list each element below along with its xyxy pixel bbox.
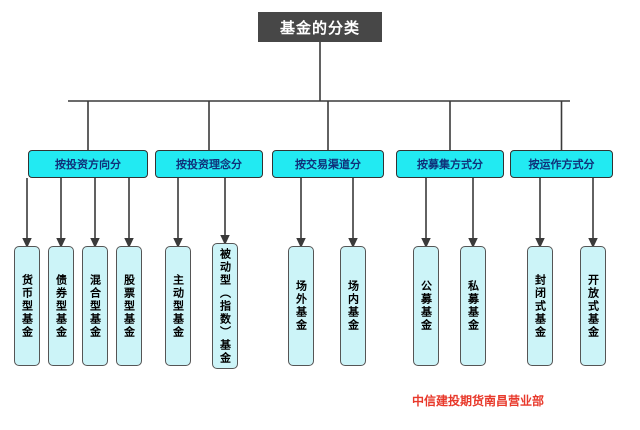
- leaf-box-5-2[interactable]: 开放式基金: [580, 246, 606, 366]
- leaf-label: 封闭式基金: [533, 273, 547, 339]
- leaf-box-3-1[interactable]: 场外基金: [288, 246, 314, 366]
- leaf-box-4-1[interactable]: 公募基金: [413, 246, 439, 366]
- leaf-box-1-2[interactable]: 债券型基金: [48, 246, 74, 366]
- leaf-label: 债券型基金: [54, 273, 68, 339]
- connector-group: [22, 42, 598, 249]
- leaf-box-2-1[interactable]: 主动型基金: [165, 246, 191, 366]
- category-label: 按投资方向分: [55, 158, 121, 171]
- leaf-label: 场外基金: [294, 280, 308, 332]
- category-label: 按投资理念分: [176, 158, 242, 171]
- category-label: 按交易渠道分: [295, 158, 361, 171]
- root-title-box: 基金的分类: [258, 12, 382, 42]
- category-box-3[interactable]: 按交易渠道分: [272, 150, 384, 178]
- leaf-box-4-2[interactable]: 私募基金: [460, 246, 486, 366]
- leaf-box-3-2[interactable]: 场内基金: [340, 246, 366, 366]
- leaf-label: 主动型基金: [171, 273, 185, 339]
- category-label: 按募集方式分: [417, 158, 483, 171]
- leaf-label: 公募基金: [419, 280, 433, 332]
- category-box-1[interactable]: 按投资方向分: [28, 150, 148, 178]
- leaf-label: 股票型基金: [122, 273, 136, 339]
- root-title-label: 基金的分类: [279, 18, 360, 37]
- leaf-label: 混合型基金: [88, 273, 102, 339]
- category-box-2[interactable]: 按投资理念分: [155, 150, 263, 178]
- category-box-4[interactable]: 按募集方式分: [396, 150, 504, 178]
- leaf-label: 开放式基金: [586, 273, 600, 339]
- leaf-box-1-3[interactable]: 混合型基金: [82, 246, 108, 366]
- leaf-box-1-4[interactable]: 股票型基金: [116, 246, 142, 366]
- leaf-box-5-1[interactable]: 封闭式基金: [527, 246, 553, 366]
- category-label: 按运作方式分: [528, 158, 595, 171]
- leaf-box-1-1[interactable]: 货币型基金: [14, 246, 40, 366]
- footer-attribution: 中信建投期货南昌营业部: [412, 394, 545, 408]
- leaf-label: 私募基金: [466, 280, 480, 332]
- category-box-5[interactable]: 按运作方式分: [510, 150, 613, 178]
- leaf-label: 货币型基金: [20, 273, 34, 339]
- leaf-box-2-2[interactable]: 被动型（指数）基金: [212, 243, 238, 369]
- leaf-label: 被动型（指数）基金: [218, 247, 232, 365]
- leaf-label: 场内基金: [346, 280, 360, 332]
